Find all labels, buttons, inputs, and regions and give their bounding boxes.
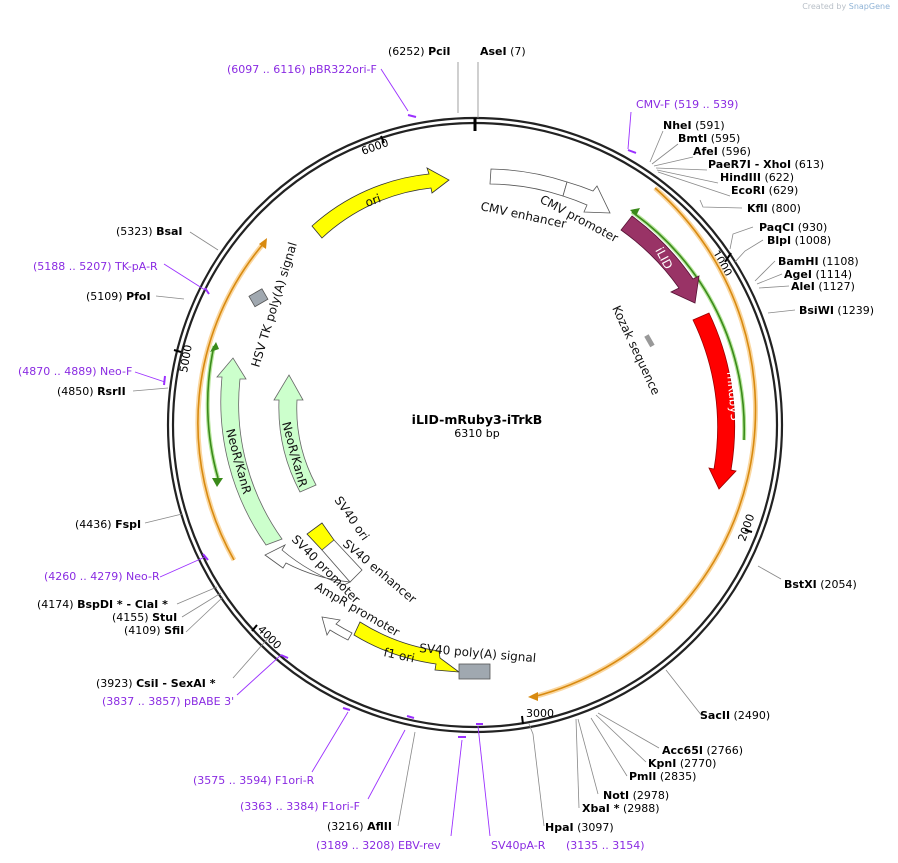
enzyme-csii-sexai: (3923) CsiI - SexAI * — [96, 677, 216, 690]
enzyme-rsrii: (4850) RsrII — [57, 385, 126, 398]
feature-sv40-promoter — [264, 544, 352, 586]
tick-4000 — [251, 624, 258, 632]
enzyme-ecori: EcoRI (629) — [731, 184, 798, 197]
primer-sv40pa-r-range: (3135 .. 3154) — [566, 839, 645, 852]
features — [216, 167, 737, 680]
enzyme-leaders — [132, 62, 796, 827]
enzyme-bspdi-clai: (4174) BspDI * - ClaI * — [37, 598, 168, 611]
snapgene-logo: SnapGene — [848, 2, 890, 11]
label-neor-2: NeoR/KanR — [279, 420, 310, 488]
enzyme-alei: AleI (1127) — [791, 280, 855, 293]
enzyme-bstxi: BstXI (2054) — [784, 578, 857, 591]
enzyme-acc65i: Acc65I (2766) — [662, 744, 743, 757]
primer-pbabe3: (3837 .. 3857) pBABE 3' — [102, 695, 234, 708]
enzyme-nhei: NheI (591) — [663, 119, 725, 132]
tick-1000 — [724, 252, 732, 263]
plasmid-size: 6310 bp — [454, 427, 499, 440]
enzyme-afei: AfeI (596) — [693, 145, 751, 158]
enzyme-paer7i-xhoi: PaeR7I - XhoI (613) — [708, 158, 824, 171]
enzyme-pfoi: (5109) PfoI — [86, 290, 151, 303]
feature-sv40-polya — [458, 663, 491, 680]
enzyme-aflii: (3216) AflII — [327, 820, 392, 833]
enzyme-pcii: (6252) PciI — [388, 45, 451, 58]
enzyme-kpni: KpnI (2770) — [648, 757, 716, 770]
feature-hsv-tk-polya — [248, 288, 269, 308]
enzyme-bamhi: BamHI (1108) — [778, 255, 859, 268]
primer-leaders — [134, 68, 632, 837]
feature-neor-1 — [216, 357, 283, 546]
label-kozak: Kozak sequence — [609, 303, 663, 397]
feature-cmv-enhancer — [489, 168, 568, 197]
enzyme-bsai: (5323) BsaI — [116, 225, 183, 238]
enzyme-bsiwi: BsiWI (1239) — [799, 304, 874, 317]
enzyme-noti: NotI (2978) — [603, 789, 669, 802]
orf-arcs — [195, 186, 758, 701]
enzyme-sacii: SacII (2490) — [700, 709, 770, 722]
primer-labels: (6097 .. 6116) pBR322ori-F CMV-F (519 ..… — [18, 63, 738, 852]
enzyme-bmti: BmtI (595) — [678, 132, 740, 145]
enzyme-paqci: PaqCI (930) — [759, 221, 827, 234]
feature-cmv-promoter — [562, 181, 611, 214]
tick-2000 — [744, 529, 753, 533]
enzyme-blpi: BlpI (1008) — [767, 234, 831, 247]
primer-sv40pa-r: SV40pA-R — [491, 839, 546, 852]
tick-3000 — [521, 715, 524, 725]
snapgene-watermark: Created by SnapGene — [802, 2, 890, 11]
primer-neo-r: (4260 .. 4279) Neo-R — [44, 570, 160, 583]
primer-neo-f: (4870 .. 4889) Neo-F — [18, 365, 132, 378]
enzyme-sfii: (4109) SfiI — [124, 624, 184, 637]
enzyme-pmli: PmlI (2835) — [629, 770, 696, 783]
primer-marks — [163, 114, 637, 738]
plasmid-name: iLID-mRuby3-iTrkB — [412, 412, 543, 427]
label-sv40-ori: SV40 ori — [332, 494, 372, 543]
feature-ilid — [620, 215, 700, 304]
primer-f1ori-r: (3575 .. 3594) F1ori-R — [193, 774, 315, 787]
feature-neor-2 — [273, 374, 317, 493]
enzyme-labels: (6252) PciI AseI (7) NheI (591) BmtI (59… — [37, 45, 874, 834]
label-mruby3: mRuby3 — [724, 371, 742, 421]
label-ori: ori — [363, 191, 382, 209]
feature-ampr-promoter — [321, 616, 353, 641]
feature-mruby3 — [692, 312, 737, 490]
enzyme-stui: (4155) StuI — [112, 611, 177, 624]
enzyme-xbai: XbaI * (2988) — [582, 802, 660, 815]
tick-5000 — [173, 349, 182, 353]
tick-label-3000: 3000 — [526, 707, 554, 720]
label-f1-ori: f1 ori — [382, 645, 416, 665]
feature-f1-ori — [353, 621, 461, 673]
enzyme-hpai: HpaI (3097) — [545, 821, 614, 834]
enzyme-hindiii: HindIII (622) — [720, 171, 794, 184]
enzyme-asei: AseI (7) — [480, 45, 526, 58]
enzyme-kfli: KflI (800) — [747, 202, 801, 215]
tick-label-5000: 5000 — [177, 344, 195, 374]
feature-ori — [311, 167, 450, 239]
primer-tk-pa-r: (5188 .. 5207) TK-pA-R — [33, 260, 158, 273]
tick-6000 — [380, 135, 385, 144]
primer-f1ori-f: (3363 .. 3384) F1ori-F — [240, 800, 360, 813]
primer-pbr322ori-f: (6097 .. 6116) pBR322ori-F — [227, 63, 377, 76]
primer-cmv-f: CMV-F (519 .. 539) — [636, 98, 738, 111]
primer-ebv-rev: (3189 .. 3208) EBV-rev — [316, 839, 441, 852]
enzyme-agei: AgeI (1114) — [784, 268, 852, 281]
enzyme-fspi: (4436) FspI — [75, 518, 141, 531]
feature-kozak — [644, 334, 655, 348]
